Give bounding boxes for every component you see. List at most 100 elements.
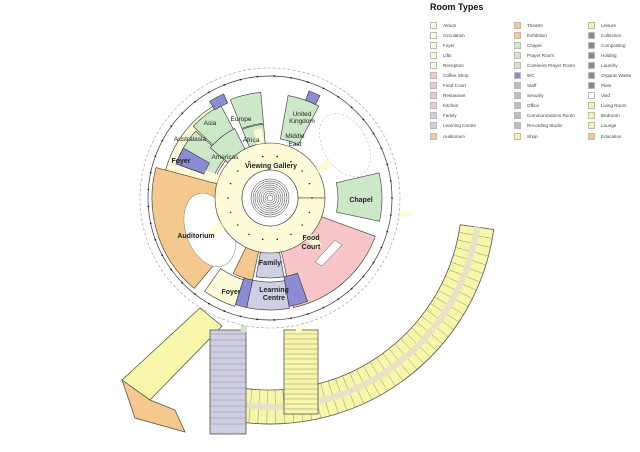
legend-label: Bedroom: [601, 113, 620, 119]
legend-item: Leisure: [588, 20, 631, 30]
legend-swatch: [588, 61, 595, 69]
column: [248, 233, 250, 236]
column: [147, 188, 150, 191]
legend-item: Communications Room: [514, 111, 575, 121]
column: [322, 87, 325, 90]
legend-swatch: [588, 41, 595, 49]
legend-swatch: [588, 82, 595, 90]
atrium-pattern: [266, 194, 274, 202]
column: [223, 310, 226, 313]
legend-swatch: [588, 72, 595, 80]
legend-swatch: [514, 82, 521, 90]
room-label-middle-east-1: Middle: [285, 133, 305, 140]
legend-swatch: [514, 61, 521, 69]
legend-label: Collection: [601, 32, 622, 38]
column: [322, 306, 325, 309]
legend-label: Communications Room: [527, 113, 575, 119]
legend-swatch: [430, 21, 437, 29]
legend-item: Recording Studio: [514, 121, 575, 131]
legend-label: Family: [443, 113, 457, 119]
column: [362, 275, 365, 278]
column: [306, 313, 309, 315]
legend-item: Living Room: [588, 101, 631, 111]
corridor: [202, 170, 220, 183]
legend-label: Recording Studio: [527, 123, 563, 129]
legend-label: Auditorium: [443, 133, 465, 139]
legend-item: Prayer Room: [514, 50, 575, 60]
legend-item: Void: [588, 91, 631, 101]
room-label-learning-centre-2: Centre: [263, 295, 285, 302]
column: [391, 197, 393, 199]
column: [229, 211, 232, 214]
column: [273, 319, 276, 321]
wc-block: [235, 277, 253, 308]
column: [380, 147, 383, 150]
column: [386, 230, 389, 233]
legend-swatch: [430, 41, 437, 49]
education-wing: [121, 378, 186, 433]
legend-label: Exhibition: [527, 32, 547, 38]
legend-label: Security: [527, 93, 544, 99]
atrium-pattern: [260, 188, 280, 208]
room-label-australasia: Australasia: [174, 136, 207, 143]
wc-block: [305, 90, 321, 105]
column: [290, 233, 292, 236]
column: [276, 155, 279, 158]
column: [290, 160, 292, 163]
legend-item: Circulation: [430, 30, 476, 40]
legend-label: Atrium: [443, 22, 457, 28]
legend-swatch: [514, 102, 521, 110]
legend-label: Plant: [601, 83, 612, 89]
column: [350, 106, 353, 109]
legend-swatch: [430, 51, 437, 59]
legend-item: Laundry: [588, 60, 631, 70]
column: [237, 224, 239, 226]
legend-swatch: [588, 92, 595, 100]
atrium-pattern: [258, 186, 282, 210]
column: [276, 238, 279, 241]
column: [389, 214, 392, 216]
atrium-pattern: [262, 190, 278, 206]
corridor: [315, 159, 333, 174]
column: [170, 125, 173, 128]
legend-label: Holding: [601, 52, 617, 58]
legend-label: Living Room: [601, 103, 627, 109]
legend-swatch: [588, 31, 595, 39]
legend-item: Shop: [514, 131, 575, 141]
corridor: [207, 222, 225, 237]
column: [248, 160, 250, 163]
room-label-europe: Europe: [231, 116, 252, 123]
room-labels: Asia Europe United Kingdom Australasia A…: [171, 111, 372, 302]
legend-swatch: [430, 31, 437, 39]
column: [301, 170, 303, 172]
column: [261, 238, 264, 241]
legend-swatch: [588, 51, 595, 59]
legend-label: Organic Waste: [601, 73, 632, 79]
column: [208, 91, 210, 94]
column: [308, 211, 311, 214]
room-label-africa: Africa: [243, 137, 260, 144]
legend-item: Exhibition: [514, 30, 575, 40]
column: [386, 163, 389, 166]
legend-label: Leisure: [601, 22, 617, 28]
legend-item: Family: [430, 111, 476, 121]
legend-item: Chapel: [514, 40, 575, 50]
legend-label: Void: [601, 93, 610, 99]
legend-title: Room Types: [430, 2, 484, 12]
column: [337, 298, 340, 301]
room-label-learning-centre-1: Learning: [259, 287, 289, 294]
room-label-chapel: Chapel: [349, 197, 372, 204]
legend-item: Bedroom: [588, 111, 631, 121]
legend-label: Foyer: [443, 42, 455, 48]
column: [362, 118, 365, 121]
legend-item: Reception: [430, 60, 476, 70]
legend-label: Reception: [443, 62, 464, 68]
legend-label: Food Court: [443, 83, 466, 89]
column: [147, 205, 150, 208]
atrium: [241, 169, 299, 227]
atrium-pattern: [256, 184, 284, 212]
column: [372, 261, 375, 264]
